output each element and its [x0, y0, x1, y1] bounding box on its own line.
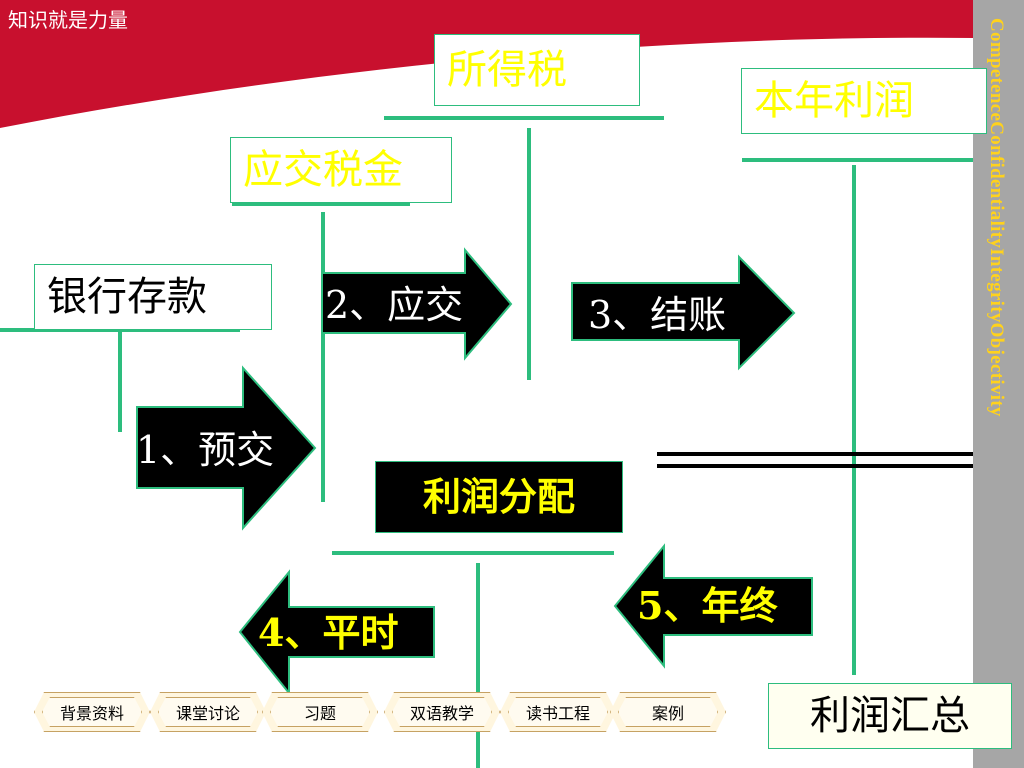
- nav-button-cases[interactable]: 案例: [610, 692, 726, 732]
- step5-label: 5、年终: [637, 583, 778, 628]
- step1-label: 1、预交: [136, 428, 275, 472]
- nav-button-reading-label: 读书工程: [508, 697, 608, 727]
- profit-distribution-label: 利润分配: [422, 474, 575, 519]
- profit-summary-label: 利润汇总: [810, 693, 970, 739]
- tax-payable-label: 应交税金: [243, 147, 403, 193]
- current-profit-label: 本年利润: [754, 78, 914, 124]
- bank-deposit-label: 银行存款: [47, 274, 207, 320]
- arrow-step4: [238, 569, 435, 696]
- nav-button-bilingual[interactable]: 双语教学: [384, 692, 500, 732]
- arrow-step3: [571, 254, 796, 371]
- nav-button-exercises[interactable]: 习题: [262, 692, 378, 732]
- nav-button-reading[interactable]: 读书工程: [500, 692, 616, 732]
- step4-label: 4、平时: [258, 610, 399, 655]
- nav-button-exercises-label: 习题: [270, 697, 370, 727]
- arrow-step2: [321, 247, 513, 361]
- nav-button-background-label: 背景资料: [42, 697, 142, 727]
- income-tax-label: 所得税: [447, 47, 567, 93]
- sidebar-text: CompetenceConfidentialityIntegrityObject…: [986, 18, 1007, 417]
- tax-payable-box: 应交税金: [230, 137, 452, 203]
- header-title: 知识就是力量: [8, 8, 128, 32]
- nav-button-background[interactable]: 背景资料: [34, 692, 150, 732]
- step2-label: 2、应交: [325, 283, 464, 327]
- nav-button-discussion[interactable]: 课堂讨论: [150, 692, 266, 732]
- current-profit-box: 本年利润: [741, 68, 987, 134]
- arrow-step1: [136, 365, 317, 531]
- header-red-banner: [0, 0, 975, 128]
- arrow-step5: [613, 543, 813, 669]
- nav-button-discussion-label: 课堂讨论: [158, 697, 258, 727]
- profit-distribution-box: 利润分配: [375, 461, 623, 533]
- nav-button-cases-label: 案例: [618, 697, 718, 727]
- profit-summary-box: 利润汇总: [768, 683, 1012, 749]
- bank-deposit-box: 银行存款: [34, 264, 272, 330]
- step3-label: 3、结账: [588, 293, 727, 337]
- nav-button-bilingual-label: 双语教学: [392, 697, 492, 727]
- income-tax-box: 所得税: [434, 34, 640, 106]
